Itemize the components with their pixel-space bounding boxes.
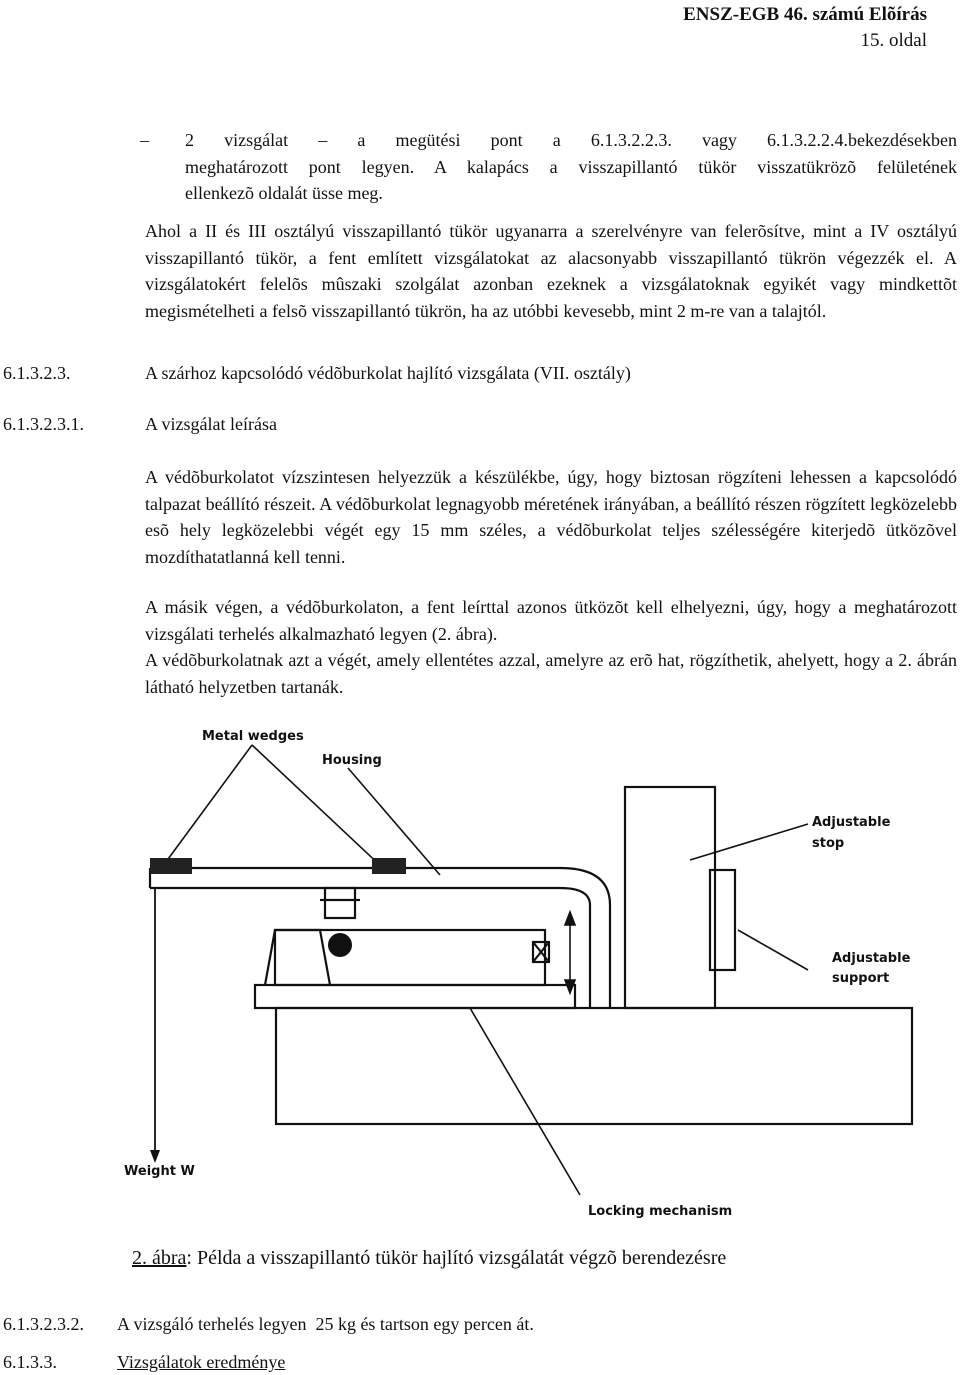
figure-ref: 2. ábra bbox=[132, 1247, 187, 1269]
section-number-3: 6.1.3.2.3.2. bbox=[3, 1314, 84, 1334]
section-number-4: 6.1.3.3. bbox=[3, 1352, 57, 1372]
bullet-dash: – bbox=[140, 130, 149, 150]
figure-caption-text: : Példa a visszapillantó tükör hajlító v… bbox=[186, 1247, 727, 1269]
section-text-3: A vizsgáló terhelés legyen 25 kg és tart… bbox=[117, 1314, 534, 1334]
weight-arrow bbox=[150, 1150, 160, 1163]
metal-wedge-right bbox=[372, 858, 406, 874]
section-title-1: A szárhoz kapcsolódó védõburkolat hajlít… bbox=[145, 363, 631, 383]
label-locking-mechanism: Locking mechanism bbox=[588, 1204, 732, 1219]
label-adjustable-stop-2: stop bbox=[812, 836, 844, 851]
bullet-text: 2 vizsgálat – a megütési pont a 6.1.3.2.… bbox=[185, 127, 957, 207]
bullet-line-2: meghatározott pont legyen. A kalapács a … bbox=[185, 156, 957, 177]
paragraph-3: A másik végen, a védõburkolaton, a fent … bbox=[145, 597, 957, 644]
metal-wedge-left bbox=[150, 858, 192, 874]
pivot-cylinder bbox=[323, 886, 357, 920]
test-apparatus-figure: Metal wedges Housing Adjustable stop Adj… bbox=[124, 729, 914, 1219]
label-metal-wedges: Metal wedges bbox=[202, 729, 304, 744]
section-title-4: Vizsgálatok eredménye bbox=[117, 1352, 286, 1372]
document-title: ENSZ-EGB 46. számú Elõírás bbox=[683, 4, 927, 25]
label-adjustable-stop-1: Adjustable bbox=[812, 815, 891, 830]
section-number-1: 6.1.3.2.3. bbox=[3, 363, 71, 383]
bullet-line-1: 2 vizsgálat – a megütési pont a 6.1.3.2.… bbox=[185, 130, 957, 150]
pivot-ball bbox=[328, 933, 352, 957]
section-title-2: A vizsgálat leírása bbox=[145, 414, 277, 434]
adjustable-support-column bbox=[708, 868, 737, 972]
label-housing: Housing bbox=[322, 753, 382, 768]
base-block bbox=[274, 1006, 914, 1126]
paragraph-1: Ahol a II és III osztályú visszapillantó… bbox=[145, 221, 957, 321]
label-adjustable-support-1: Adjustable bbox=[832, 951, 911, 966]
mount-housing bbox=[273, 928, 547, 987]
paragraph-2: A védõburkolatot vízszintesen helyezzük … bbox=[145, 467, 957, 567]
support-plate bbox=[253, 983, 577, 1010]
page-number: 15. oldal bbox=[860, 30, 928, 51]
upper-arm bbox=[150, 866, 612, 1008]
section-number-2: 6.1.3.2.3.1. bbox=[3, 414, 84, 434]
label-adjustable-support-2: support bbox=[832, 971, 889, 986]
locking-knob bbox=[531, 940, 551, 964]
paragraph-4: A védõburkolatnak azt a végét, amely ell… bbox=[145, 650, 957, 697]
adjustment-arrow bbox=[563, 909, 577, 996]
figure-caption: 2. ábra: Példa a visszapillantó tükör ha… bbox=[132, 1244, 726, 1272]
bullet-line-3: ellenkezõ oldalát üsse meg. bbox=[185, 183, 383, 203]
adjustable-stop-column bbox=[623, 785, 717, 1010]
label-weight: Weight W bbox=[124, 1164, 195, 1179]
